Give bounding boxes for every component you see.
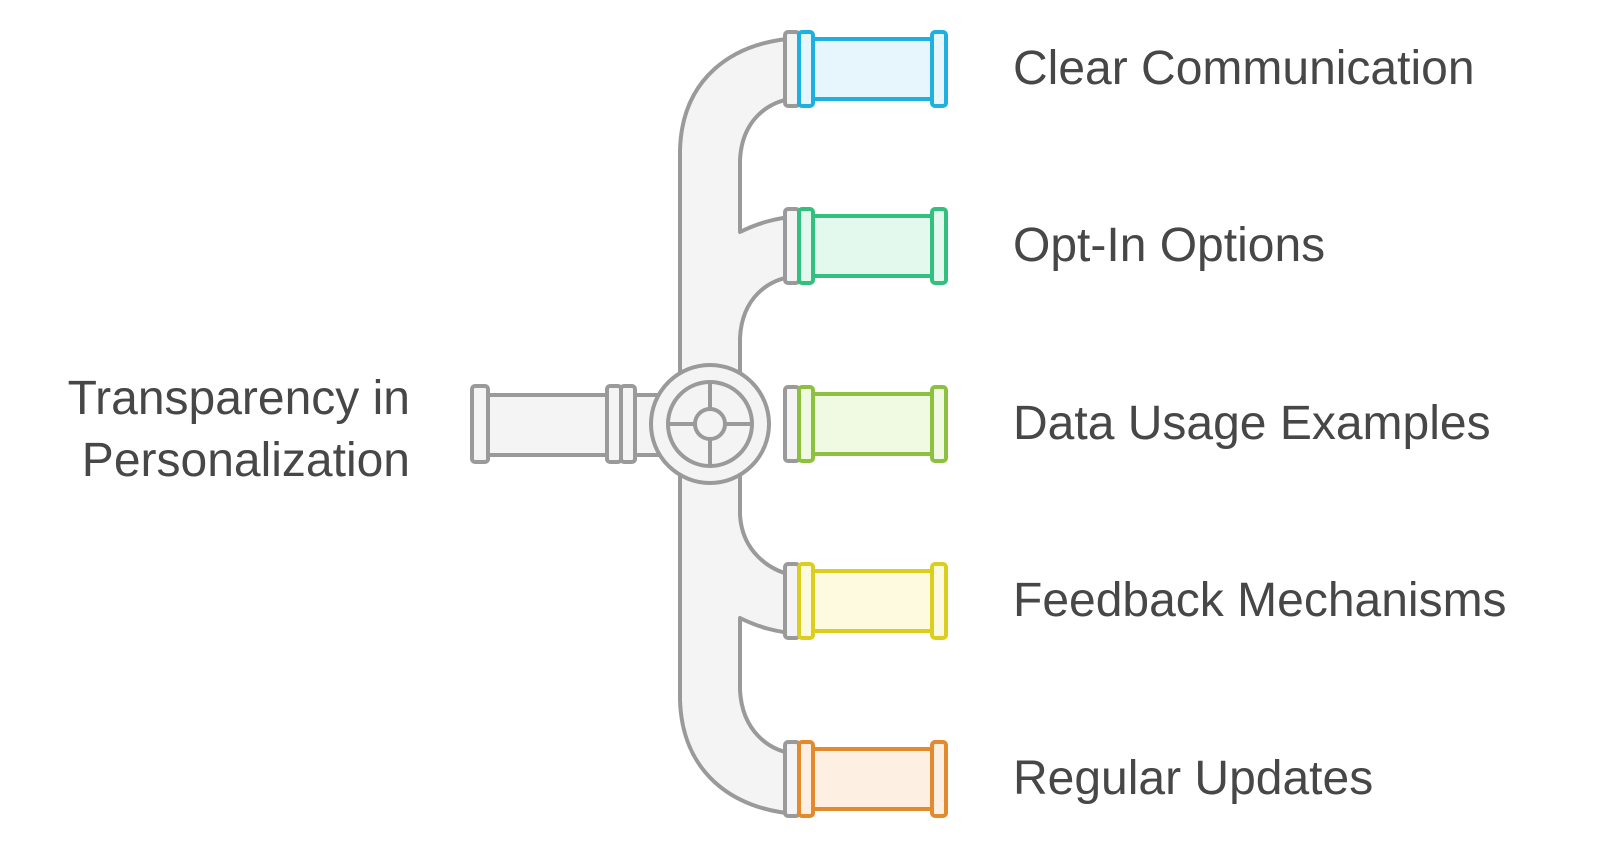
outlet-collar-5 <box>783 740 801 818</box>
outlet-flange-outer-1 <box>930 30 948 108</box>
valve-wheel-icon <box>649 363 771 485</box>
root-label-line-2: Personalization <box>81 434 410 487</box>
outlet-flange-outer-3 <box>930 385 948 463</box>
outlet-flange-inner-3 <box>797 385 815 463</box>
outlet-tube-3 <box>808 392 937 456</box>
outlet-tube-2 <box>808 214 937 278</box>
outlet-flange-outer-5 <box>930 740 948 818</box>
branch-label-clear-communication: Clear Communication <box>1013 42 1475 95</box>
inlet-pipe-flange-b <box>619 384 637 464</box>
outlet-flange-inner-5 <box>797 740 815 818</box>
branch-label-opt-in-options: Opt-In Options <box>1013 219 1326 272</box>
outlet-flange-outer-2 <box>930 207 948 285</box>
outlet-tube-4 <box>808 569 937 633</box>
branch-label-feedback-mechanisms: Feedback Mechanisms <box>1013 574 1507 627</box>
branch-label-regular-updates: Regular Updates <box>1013 752 1374 805</box>
outlet-collar-3 <box>783 385 801 463</box>
outlet-flange-inner-2 <box>797 207 815 285</box>
inlet-pipe-flange-a <box>605 384 623 464</box>
root-label: Transparency in Personalization <box>0 368 410 492</box>
inlet-pipe-end-flange <box>470 384 490 464</box>
outlet-flange-inner-4 <box>797 562 815 640</box>
outlet-collar-1 <box>783 30 801 108</box>
outlet-flange-outer-4 <box>930 562 948 640</box>
root-label-line-1: Transparency in <box>67 372 410 425</box>
outlet-pipes <box>783 30 948 818</box>
outlet-collar-4 <box>783 562 801 640</box>
outlet-tube-1 <box>808 37 937 101</box>
valve-hub <box>693 407 727 441</box>
branch-label-data-usage-examples: Data Usage Examples <box>1013 397 1491 450</box>
outlet-flange-inner-1 <box>797 30 815 108</box>
outlet-tube-5 <box>808 747 937 811</box>
inlet-pipe <box>470 384 662 464</box>
outlet-collar-2 <box>783 207 801 285</box>
